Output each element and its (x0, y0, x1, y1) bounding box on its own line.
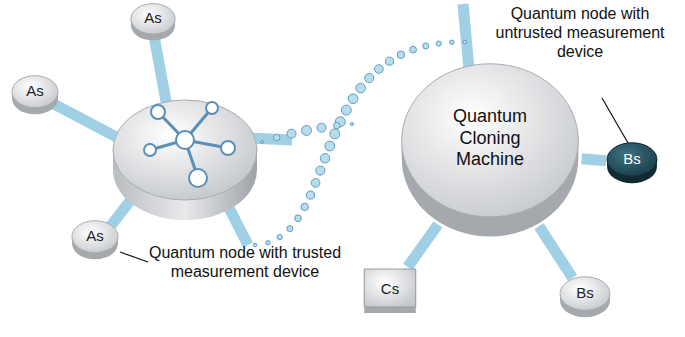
node-label: As (144, 10, 162, 27)
untrusted-node: Bs (606, 141, 658, 185)
callout-label: Quantum node with untrusted measurement … (478, 4, 682, 62)
trusted-node: As (11, 74, 59, 116)
leader-line (120, 252, 148, 262)
untrusted-node: Bs (559, 275, 611, 319)
node-label: As (26, 83, 44, 100)
node-label: Quantum Cloning Machine (430, 106, 550, 171)
clone-node: Cs (362, 267, 418, 317)
trusted-node: As (71, 219, 119, 261)
leader-line (602, 98, 628, 143)
trusted-node: As (130, 2, 176, 42)
link-bar (408, 224, 438, 267)
node-label: Cs (381, 281, 399, 298)
cloning-machine-disc: Quantum Cloning Machine (398, 62, 582, 240)
network-hub (113, 100, 257, 220)
callout-label: Quantum node with trusted measurement de… (143, 243, 347, 281)
link-bar (582, 159, 606, 161)
link-bar (539, 226, 572, 277)
node-label: As (86, 228, 104, 245)
node-label: Bs (576, 285, 594, 302)
node-label: Bs (623, 151, 641, 168)
